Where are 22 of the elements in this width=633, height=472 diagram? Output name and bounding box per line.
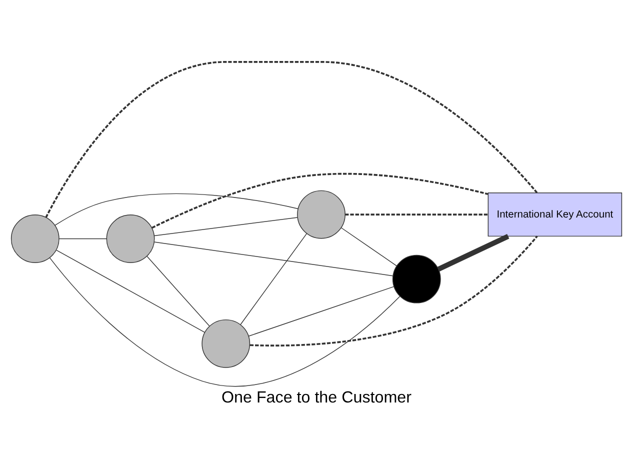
connector (437, 234, 510, 272)
connector (154, 242, 394, 276)
connector (54, 193, 298, 226)
connector (49, 257, 400, 387)
connector (154, 217, 298, 236)
node-circle (202, 319, 250, 368)
connector (345, 214, 488, 216)
connector (340, 227, 398, 266)
connector (240, 233, 307, 325)
connector (58, 238, 107, 240)
node-circle (297, 190, 346, 239)
connector (250, 236, 538, 346)
connector (152, 172, 488, 229)
connector (56, 250, 206, 333)
connector (146, 256, 210, 326)
node-box: International Key Account (488, 192, 622, 237)
caption: One Face to the Customer (221, 388, 412, 406)
connector (248, 286, 394, 336)
node-circle (10, 214, 60, 263)
node-circle (392, 254, 441, 304)
node-circle (106, 214, 155, 263)
connector (45, 61, 538, 218)
